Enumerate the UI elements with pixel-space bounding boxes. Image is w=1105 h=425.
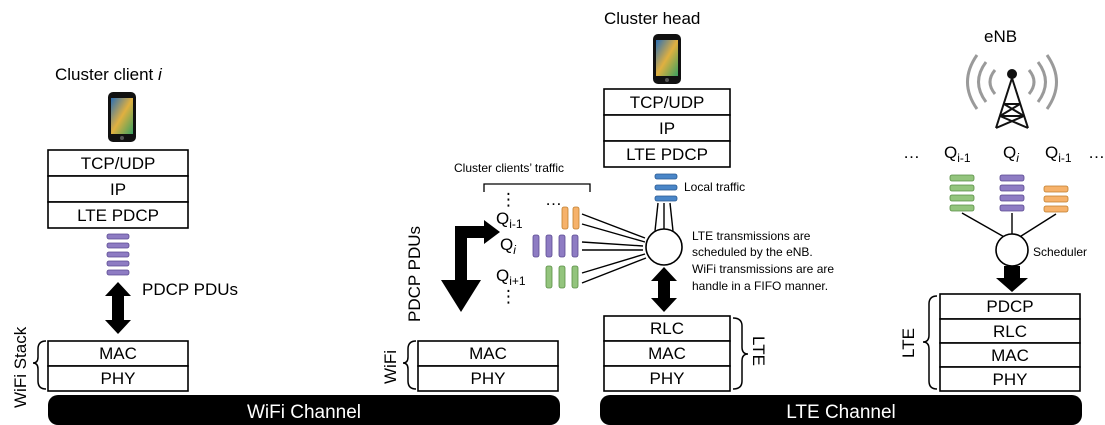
enb-rlc-box [939, 318, 1081, 344]
clients-traffic-label: Cluster clients’ traffic [454, 161, 564, 175]
lte-channel-label: LTE Channel [786, 402, 896, 423]
client-mac-box [47, 340, 189, 367]
queue-prev-packets [561, 206, 580, 230]
head-lte-brace [732, 317, 749, 390]
client-phy-label: PHY [101, 369, 136, 388]
head-lte-mac-box [603, 340, 731, 367]
head-lte-label: LTE [749, 336, 768, 366]
head-layer-box [603, 88, 731, 116]
enb-queue-label-1: Qi-1 [944, 143, 971, 165]
client-layer-box [47, 201, 189, 229]
queue-cur-packets [532, 234, 579, 258]
lte-channel-bar [600, 395, 1082, 425]
enb-phy-label: PHY [993, 370, 1028, 389]
queue-next-packets [545, 265, 579, 289]
client-layer-tcp: TCP/UDP [81, 154, 156, 173]
head-wifi-mac-label: MAC [469, 344, 507, 363]
enb-queue-label-2: Qi [1003, 143, 1019, 165]
head-lte-phy-box [603, 365, 731, 392]
enb-tower-mast [995, 69, 1029, 129]
queue-hdots-top: … [545, 190, 562, 209]
client-pdcp-pdus-label: PDCP PDUs [142, 280, 238, 299]
local-traffic-queue [654, 173, 678, 202]
client-layer-ip: IP [110, 180, 126, 199]
enb-pdcp-label: PDCP [986, 297, 1033, 316]
client-pdu-queue [106, 233, 130, 276]
head-layer-box [603, 140, 731, 168]
head-wifi-label: WiFi [381, 350, 400, 384]
client-layer-pdcp: LTE PDCP [77, 206, 159, 225]
enb-queue-green [949, 174, 975, 212]
enb-dots-left: … [903, 143, 920, 162]
enb-dots-right: … [1088, 143, 1105, 162]
head-scheduler-circle [645, 228, 683, 266]
enb-lte-brace [922, 295, 938, 390]
head-note-line: handle in a FIFO manner. [692, 279, 828, 293]
head-layer-box [603, 114, 731, 142]
client-double-arrow [105, 282, 131, 334]
enb-lte-label: LTE [899, 328, 918, 358]
head-note-line: scheduled by the eNB. [692, 245, 813, 259]
client-mac-label: MAC [99, 344, 137, 363]
head-wifi-phy-label: PHY [471, 369, 506, 388]
queue-vdots-bottom: ⋮ [500, 287, 517, 306]
head-note-line: LTE transmissions are [692, 229, 811, 243]
pdcp-bent-arrow [441, 220, 500, 312]
head-title: Cluster head [604, 9, 700, 28]
enb-mac-box [939, 342, 1081, 368]
head-note-line: WiFi transmissions are are [692, 262, 834, 276]
client-phone-icon [108, 92, 136, 142]
enb-scheduler-circle [995, 233, 1029, 267]
enb-down-arrow [996, 266, 1028, 292]
head-lte-mac-label: MAC [648, 344, 686, 363]
client-layer-box [47, 149, 189, 177]
enb-rlc-label: RLC [993, 322, 1027, 341]
local-traffic-label: Local traffic [684, 180, 745, 194]
head-scheduler-lines [581, 202, 674, 284]
client-phy-box [47, 365, 189, 392]
enb-queue-label-3: Qi-1 [1045, 143, 1072, 165]
head-pdcp-pdus-label: PDCP PDUs [405, 226, 424, 322]
enb-mac-label: MAC [991, 346, 1029, 365]
queue-label-cur: Qi [500, 235, 516, 257]
queue-label-next: Qi+1 [496, 266, 526, 288]
client-stack: TCP/UDP IP LTE PDCP [47, 149, 189, 229]
wifi-channel-bar [48, 395, 560, 425]
enb-title: eNB [984, 27, 1017, 46]
enb-phy-box [939, 366, 1081, 392]
head-phone-icon [653, 34, 681, 84]
queue-vdots-top: ⋮ [500, 190, 517, 209]
enb-tower-icon [966, 54, 1058, 110]
head-layer-pdcp: LTE PDCP [626, 145, 708, 164]
enb-scheduler-lines [961, 212, 1057, 239]
head-layer-tcp: TCP/UDP [630, 93, 705, 112]
client-title: Cluster client i [55, 65, 163, 84]
head-wifi-phy-box [417, 365, 559, 392]
enb-queue-purple [999, 174, 1025, 212]
wifi-channel-label: WiFi Channel [247, 402, 361, 423]
head-double-arrow [651, 267, 677, 312]
enb-queue-orange [1043, 185, 1069, 213]
head-stack: TCP/UDP IP LTE PDCP [603, 88, 731, 168]
head-lte-rlc-label: RLC [650, 319, 684, 338]
head-layer-ip: IP [659, 119, 675, 138]
client-wifi-brace [32, 340, 47, 390]
head-wifi-brace [402, 340, 417, 390]
client-wifi-stack-label: WiFi Stack [11, 326, 30, 408]
clients-traffic-brace [483, 183, 591, 192]
enb-scheduler-label: Scheduler [1033, 245, 1087, 259]
head-note: LTE transmissions are scheduled by the e… [692, 229, 834, 293]
head-lte-phy-label: PHY [650, 369, 685, 388]
queue-label-prev: Qi-1 [496, 209, 523, 231]
